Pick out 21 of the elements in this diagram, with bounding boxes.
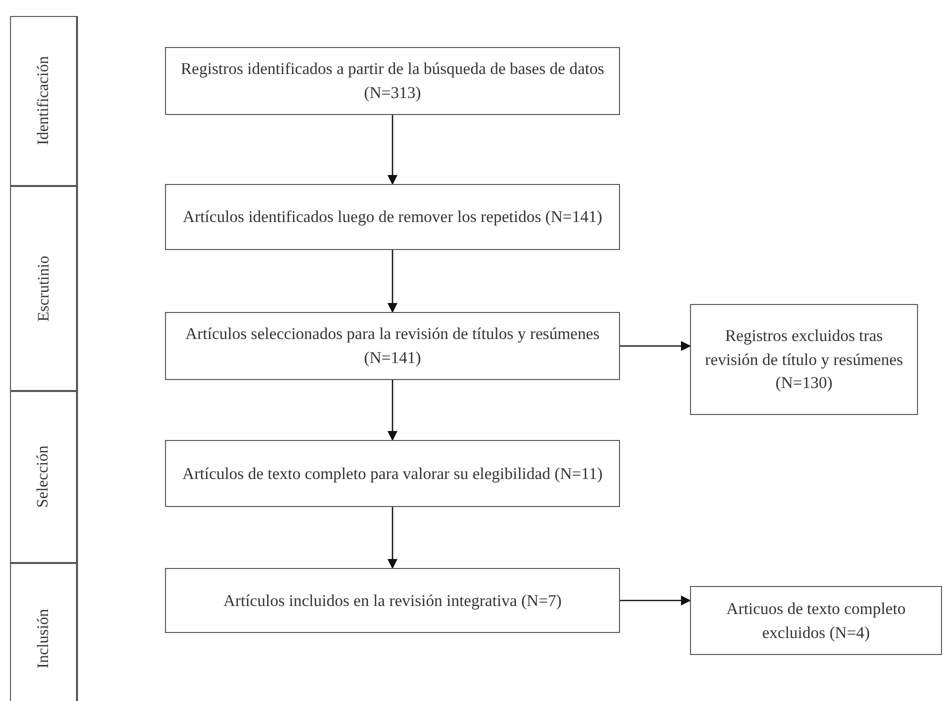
process-box: Registros excluidos tras revisión de título y resúmenes (N=130) [690,304,918,415]
phase-band [10,16,78,186]
process-box: Articuos de texto completo excluidos (N=4) [690,586,942,655]
arrow [388,507,398,569]
phase-label: Selección [34,446,53,508]
arrow [388,250,398,313]
arrow [620,341,691,351]
process-box: Artículos identificados luego de remover los repetidos (N=141) [165,184,620,250]
arrow [388,380,398,441]
arrow [388,115,398,185]
process-box: Registros identificados a partir de la búsqueda de bases de datos (N=313) [165,47,620,115]
phase-band [10,563,78,701]
phase-label: Identificación [34,56,53,146]
phase-label: Inclusión [34,608,53,668]
arrow [620,596,691,606]
process-box: Artículos seleccionados para la revisión de títulos y resúmenes (N=141) [165,312,620,380]
phase-band [10,186,78,391]
phase-band [10,391,78,563]
phase-label: Escrutinio [34,256,53,322]
process-box: Artículos incluidos en la revisión integrativa (N=7) [165,568,620,633]
process-box: Artículos de texto completo para valorar su elegibilidad (N=11) [165,440,620,507]
